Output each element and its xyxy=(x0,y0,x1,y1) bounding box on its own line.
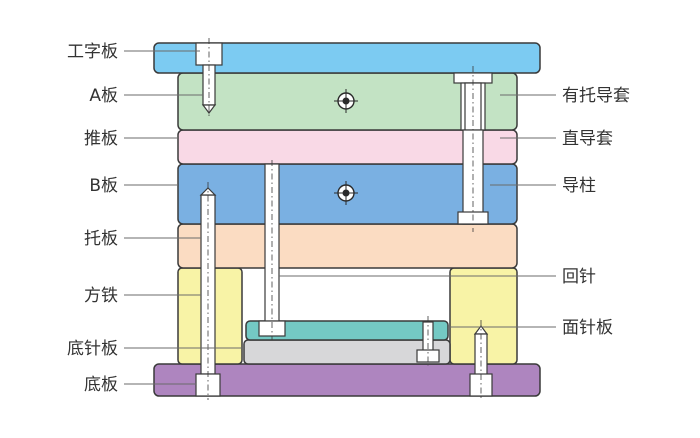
long-bolt xyxy=(195,182,221,400)
guide-pillar-assembly xyxy=(453,66,493,232)
label-straight-guide-bushing: 直导套 xyxy=(562,129,613,149)
label-spacer-block: 方铁 xyxy=(84,286,118,306)
top-clamp-plate xyxy=(153,42,541,74)
label-a-plate: A板 xyxy=(89,86,118,106)
label-guide-pillar: 导柱 xyxy=(562,176,596,196)
label-ejector-plate: 底针板 xyxy=(67,339,118,359)
bottom-bolt xyxy=(469,320,493,400)
label-b-plate: B板 xyxy=(89,176,118,196)
ejector-plate-screw xyxy=(416,316,440,366)
label-ejector-retainer-plate: 面针板 xyxy=(562,318,613,338)
label-support-plate: 托板 xyxy=(84,229,118,249)
return-pin xyxy=(258,160,286,340)
a-plate-center-mark-icon xyxy=(334,89,358,113)
label-top-clamp-plate: 工字板 xyxy=(67,42,118,62)
ejector-retainer-plate xyxy=(245,320,449,341)
label-bottom-clamp-plate: 底板 xyxy=(84,375,118,395)
label-stripper-plate: 推板 xyxy=(84,129,118,149)
support-plate xyxy=(177,223,518,269)
label-return-pin: 回针 xyxy=(562,267,596,287)
b-plate-center-mark-icon xyxy=(334,181,358,205)
label-shouldered-guide-bushing: 有托导套 xyxy=(562,86,630,106)
top-bolt xyxy=(195,38,223,116)
